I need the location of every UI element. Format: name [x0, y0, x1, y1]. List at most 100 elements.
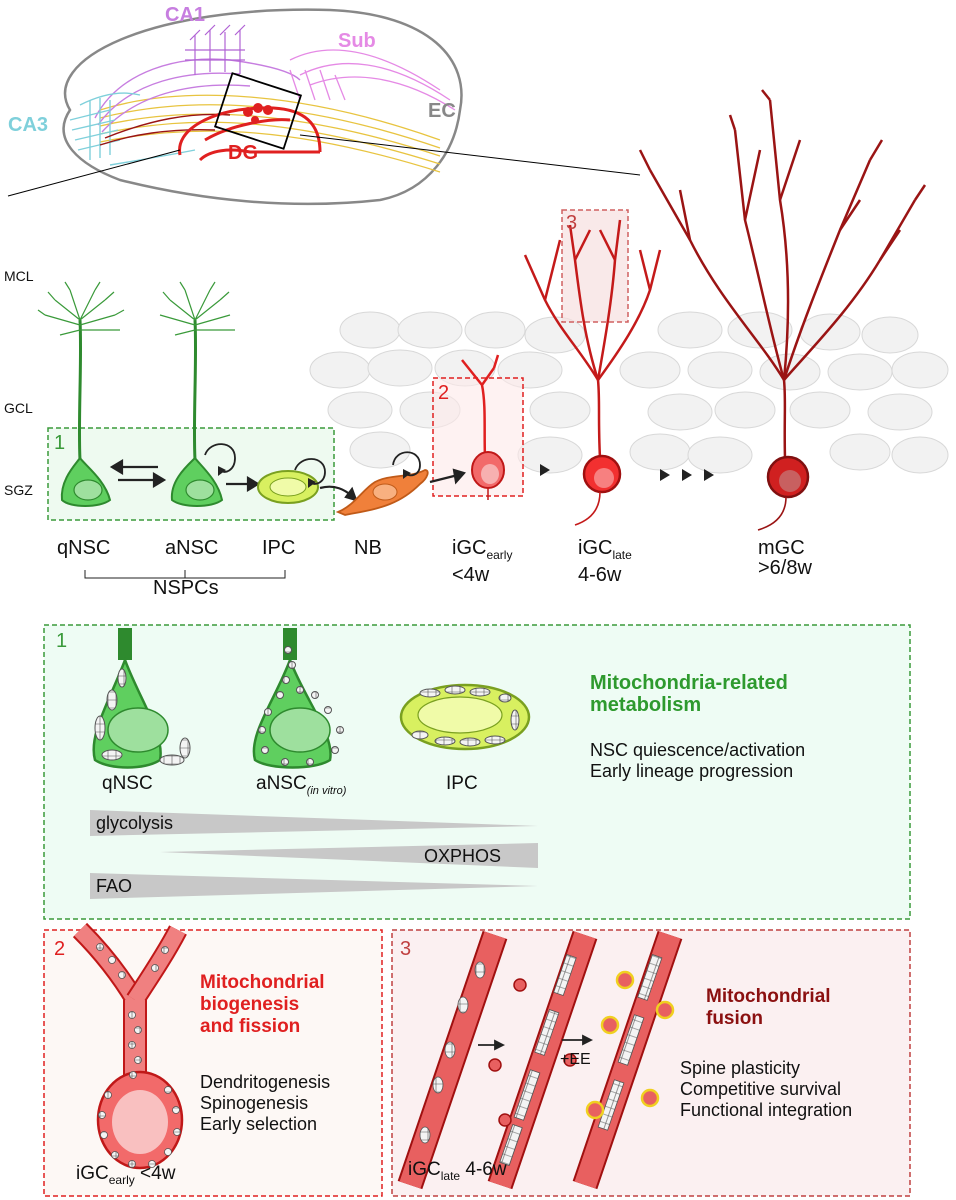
stage-igc-late: iGClate 4-6w: [578, 538, 632, 585]
box-1-number: 1: [54, 432, 66, 454]
panel-2-box: [43, 929, 383, 1197]
stage-ipc: IPC: [262, 537, 296, 559]
panel2-label-age: <4w: [140, 1163, 176, 1184]
metab-glycolysis: glycolysis: [96, 813, 174, 833]
label-dg-text: DG: [228, 142, 258, 164]
arrow-early-late: [540, 464, 550, 476]
label-ca3-text: CA3: [8, 114, 49, 136]
label-ec: EC: [428, 100, 456, 123]
panel1-description: NSC quiescence/activation Early lineage …: [590, 740, 805, 782]
panel2-desc-line1: Dendritogenesis: [200, 1072, 331, 1092]
panel1-ansc-label: aNSC(in vitro): [256, 774, 346, 801]
panel3-desc-line2: Competitive survival: [680, 1079, 842, 1099]
panel1-ipc-label: IPC: [446, 773, 478, 794]
stage-nspcs: NSPCs: [153, 577, 219, 599]
hippocampus-outline: [62, 8, 463, 206]
arrows-late-mgc: [660, 469, 714, 481]
panel3-label-main: iGC: [408, 1159, 441, 1180]
layer-gcl: GCL: [4, 400, 33, 416]
panel2-title: Mitochondrial biogenesis and fission: [200, 972, 325, 1038]
panel2-cell-label: iGCearly <4w: [76, 1164, 175, 1190]
stage-igc-late-sub: late: [612, 548, 632, 562]
panel2-label-main: iGC: [76, 1163, 109, 1184]
igc-late-cell: [523, 219, 662, 526]
arrows-qnsc-ansc: [109, 459, 167, 488]
panel3-desc-line3: Functional integration: [680, 1100, 853, 1120]
stage-igc-late-age: 4-6w: [578, 564, 622, 586]
metab-oxphos: OXPHOS: [424, 846, 502, 866]
panel3-title-line1: Mitochondrial: [706, 986, 831, 1007]
panel2-title-line1: Mitochondrial: [200, 972, 325, 993]
label-ca1: CA1: [165, 4, 205, 27]
panel3-title: Mitochondrial fusion: [706, 986, 831, 1030]
metab-fao: FAO: [96, 876, 133, 896]
panel3-number: 3: [400, 938, 412, 960]
ipc-cell: [257, 458, 326, 504]
dg-granule-layer: [198, 118, 320, 162]
stage-igc-early: iGCearly <4w: [452, 538, 512, 585]
panel1-qnsc-cell: [92, 628, 191, 769]
arrow-nb-igc-early: [429, 468, 466, 485]
stage-qnsc: qNSC: [57, 537, 111, 559]
panel3-description: Spine plasticity Competitive survival Fu…: [680, 1058, 852, 1121]
layer-mcl: MCL: [4, 268, 34, 284]
box-3-number: 3: [566, 212, 578, 234]
label-dg: DG: [228, 142, 258, 165]
stage-mgc-age: >6/8w: [758, 557, 812, 579]
stage-mgc: mGC >6/8w: [758, 538, 812, 578]
zoom-line-left: [7, 149, 181, 197]
panel3-label-age: 4-6w: [465, 1159, 507, 1180]
panel2-number: 2: [54, 938, 66, 960]
stage-igc-late-main: iGC: [578, 537, 613, 559]
mgc-cell: [638, 89, 927, 531]
panel1-desc-line2: Early lineage progression: [590, 761, 794, 781]
panel2-description: Dendritogenesis Spinogenesis Early selec…: [200, 1072, 330, 1135]
stage-nb: NB: [354, 537, 382, 559]
oxphos-wedge: [160, 843, 538, 868]
panel2-title-line2: biogenesis: [200, 994, 300, 1015]
nspcs-bracket: [84, 570, 286, 579]
label-ca3: CA3: [8, 114, 48, 137]
label-ca1-text: CA1: [165, 4, 206, 26]
panel1-number: 1: [56, 630, 68, 652]
panel3-title-line2: fusion: [706, 1008, 763, 1029]
arrow-ipc-nb: [319, 485, 358, 502]
stage-igc-early-main: iGC: [452, 537, 487, 559]
label-ec-text: EC: [428, 100, 456, 122]
stage-mgc-main: mGC: [758, 537, 805, 559]
panel2-title-line3: and fission: [200, 1016, 301, 1037]
panel1-ansc-cell: [252, 628, 344, 769]
panel3-desc-line1: Spine plasticity: [680, 1058, 801, 1078]
panel2-igc-early-cell: [72, 922, 187, 1170]
panel3-cell-label: iGClate 4-6w: [408, 1160, 507, 1186]
stage-ansc: aNSC: [165, 537, 219, 559]
zoom-box: [213, 72, 303, 150]
panel2-label-sub: early: [108, 1172, 135, 1187]
glycolysis-wedge: [90, 810, 538, 836]
qnsc-cell: [37, 281, 125, 507]
panel3-dendrites: [397, 930, 683, 1190]
stage-igc-early-sub: early: [486, 548, 513, 562]
panel2-desc-line3: Early selection: [200, 1114, 318, 1134]
panel2-desc-line2: Spinogenesis: [200, 1093, 309, 1113]
panel1-qnsc-label: qNSC: [102, 773, 153, 794]
panel3-ee-label: +EE: [560, 1051, 591, 1068]
ansc-cell: [159, 281, 236, 507]
fao-wedge: [90, 873, 538, 899]
label-sub: Sub: [338, 30, 376, 53]
nb-cell: [335, 451, 429, 516]
box-3-outline: [561, 209, 629, 323]
panel1-ansc-note: (in vitro): [306, 784, 347, 797]
stage-igc-early-age: <4w: [452, 564, 490, 586]
layer-sgz: SGZ: [4, 482, 33, 498]
panel1-ipc-cell: [399, 683, 531, 751]
zoom-line-right: [299, 134, 641, 176]
panel3-label-sub: late: [440, 1168, 461, 1183]
panel1-title-line2: metabolism: [590, 694, 702, 716]
panel1-desc-line1: NSC quiescence/activation: [590, 740, 806, 760]
igc-early-cell: [461, 354, 505, 500]
panel1-title-line1: Mitochondria-related: [590, 672, 788, 694]
box-2-number: 2: [438, 382, 450, 404]
